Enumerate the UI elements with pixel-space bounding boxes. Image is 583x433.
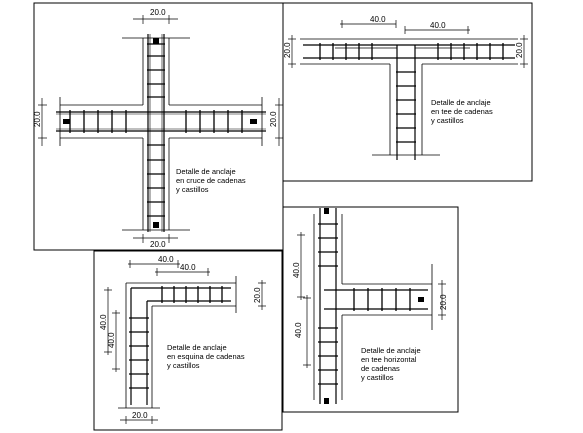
tee-horizontal-caption-line-4: y castillos bbox=[361, 373, 394, 382]
corner-caption-line-3: y castillos bbox=[167, 361, 200, 370]
tee-horizontal-dim-left-b: 40.0 bbox=[294, 322, 303, 338]
cross-dim-right: 20.0 bbox=[269, 111, 278, 127]
panel-corner: 40.0 40.0 40.0 40.0 20.0 20.0 Detalle de… bbox=[93, 250, 283, 431]
corner-dim-left-b: 40.0 bbox=[107, 332, 116, 348]
tee-caption-line-1: Detalle de anclaje bbox=[431, 98, 491, 107]
corner-caption-line-2: en esquina de cadenas bbox=[167, 352, 245, 361]
panel-cross: 20.0 20.0 20.0 20.0 Detalle de anclaje e… bbox=[33, 2, 284, 251]
panel-tee-horizontal: 40.0 40.0 20.0 Detalle de anclaje en tee… bbox=[282, 206, 459, 413]
tee-horizontal-caption-line-1: Detalle de anclaje bbox=[361, 346, 421, 355]
cross-vertical-stirrups bbox=[147, 43, 165, 217]
cross-end-markers bbox=[63, 38, 257, 228]
cross-dimension-lines bbox=[38, 15, 283, 243]
tee-stirrups bbox=[319, 43, 504, 143]
panel-tee: 40.0 40.0 20.0 20.0 Detalle de anclaje e… bbox=[282, 2, 533, 182]
cross-caption-line-3: y castillos bbox=[176, 185, 209, 194]
tee-outline bbox=[300, 38, 518, 160]
cross-horizontal-member bbox=[56, 97, 266, 146]
tee-horizontal-caption-line-3: de cadenas bbox=[361, 364, 400, 373]
tee-caption-line-3: y castillos bbox=[431, 116, 464, 125]
tee-dimension-lines bbox=[288, 20, 528, 68]
tee-horizontal-dim-right: 20.0 bbox=[439, 294, 448, 310]
tee-dim-left: 20.0 bbox=[283, 42, 292, 58]
tee-caption-line-2: en tee de cadenas bbox=[431, 107, 493, 116]
corner-dim-top-a: 40.0 bbox=[158, 255, 174, 264]
panel-tee-horizontal-frame bbox=[282, 206, 459, 413]
cross-dim-bottom: 20.0 bbox=[150, 240, 166, 249]
panel-tee-frame bbox=[282, 2, 533, 182]
tee-dim-top-right: 40.0 bbox=[430, 21, 446, 30]
corner-stirrups bbox=[129, 286, 223, 389]
cross-dim-top: 20.0 bbox=[150, 8, 166, 17]
tee-horizontal-outline bbox=[313, 208, 433, 404]
corner-dim-right: 20.0 bbox=[253, 287, 262, 303]
tee-horizontal-stirrups bbox=[318, 223, 411, 385]
tee-dim-right: 20.0 bbox=[515, 42, 524, 58]
tee-dim-top-left: 40.0 bbox=[370, 15, 386, 24]
tee-horizontal-caption-line-2: en tee horizontal bbox=[361, 355, 417, 364]
cross-vertical-member bbox=[122, 34, 190, 232]
corner-caption-line-1: Detalle de anclaje bbox=[167, 343, 227, 352]
cross-caption-line-1: Detalle de anclaje bbox=[176, 167, 236, 176]
tee-horizontal-dim-left-a: 40.0 bbox=[292, 262, 301, 278]
cross-horizontal-stirrups bbox=[69, 110, 243, 133]
corner-dim-left-a: 40.0 bbox=[99, 314, 108, 330]
corner-dim-top-b: 40.0 bbox=[180, 263, 196, 272]
panel-corner-frame bbox=[93, 250, 283, 431]
cross-caption-line-2: en cruce de cadenas bbox=[176, 176, 246, 185]
corner-dimension-lines bbox=[104, 260, 266, 424]
cross-dim-left: 20.0 bbox=[33, 111, 42, 127]
corner-dim-bottom: 20.0 bbox=[132, 411, 148, 420]
tee-horizontal-dimension-lines bbox=[297, 232, 446, 368]
tee-horizontal-end-markers bbox=[324, 208, 424, 404]
